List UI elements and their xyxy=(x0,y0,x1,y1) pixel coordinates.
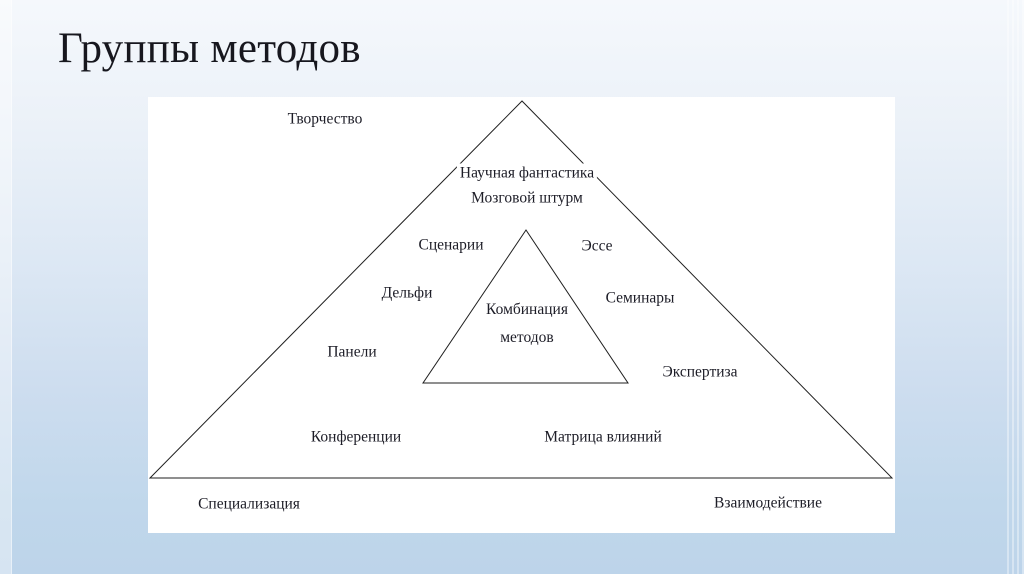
label-specialization: Специализация xyxy=(195,494,303,514)
label-combination-line1: Комбинация xyxy=(486,301,568,318)
label-influence-matrix: Матрица влияний xyxy=(541,427,665,447)
label-combination-of-methods: Комбинация методов xyxy=(486,296,568,352)
diagram-panel: Творчество Научная фантастика Мозговой ш… xyxy=(148,97,895,533)
right-edge-stripes xyxy=(1004,0,1024,574)
triangle-diagram xyxy=(148,100,894,479)
label-expertise: Экспертиза xyxy=(659,362,741,382)
label-seminars: Семинары xyxy=(602,288,678,308)
left-edge-stripe xyxy=(0,0,12,574)
outer-triangle xyxy=(148,100,894,479)
label-scenarios: Сценарии xyxy=(415,235,487,255)
label-essay: Эссе xyxy=(578,236,616,256)
inner-triangle xyxy=(422,229,629,384)
label-science-fiction: Научная фантастика xyxy=(456,163,598,183)
label-conferences: Конференции xyxy=(307,427,405,447)
label-brainstorm: Мозговой штурм xyxy=(468,188,586,208)
label-delphi: Дельфи xyxy=(378,283,436,303)
label-interaction: Взаимодействие xyxy=(711,493,825,513)
label-creativity: Творчество xyxy=(284,109,366,129)
slide-title: Группы методов xyxy=(58,25,361,72)
label-combination-line2: методов xyxy=(500,329,554,346)
label-panels: Панели xyxy=(324,342,380,362)
